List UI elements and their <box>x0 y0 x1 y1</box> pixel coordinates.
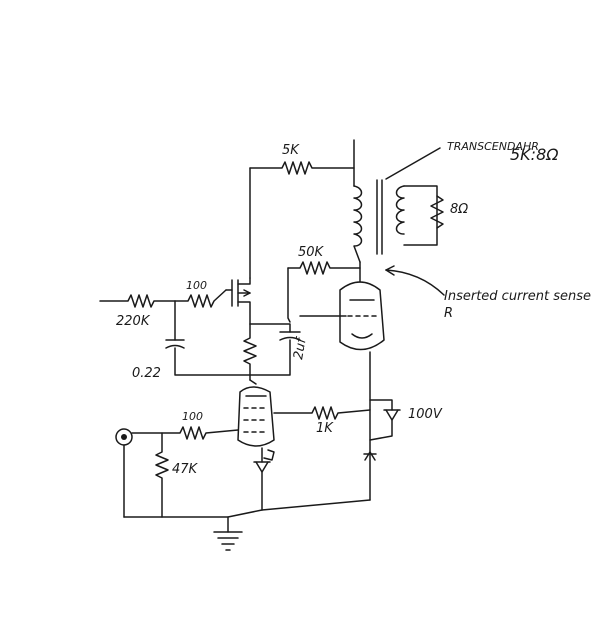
note-arrowhead <box>385 265 395 276</box>
inserted-note: Inserted current sense R <box>444 289 591 321</box>
grid-resistor-100 <box>131 426 239 440</box>
label-transformer-ratio: 5K:8Ω <box>510 145 559 164</box>
label-gate-100: 100 <box>186 279 207 292</box>
label-47k: 47K <box>172 462 199 477</box>
label-0-22: 0.22 <box>132 366 161 381</box>
bypass-capacitor-2uf <box>249 331 301 376</box>
label-220k: 220K <box>116 314 151 329</box>
label-grid-100: 100 <box>182 410 203 423</box>
label-50k: 50K <box>298 245 325 260</box>
input-resistor-220k <box>99 294 176 308</box>
plate-resistor-5k <box>249 161 355 175</box>
protection-zener-100v <box>363 399 401 461</box>
mosfet <box>225 277 251 325</box>
ground-symbol <box>213 516 243 551</box>
grid-leak-resistor-47k <box>155 432 169 518</box>
note-callout-arrow <box>385 269 445 296</box>
label-5k: 5K <box>282 143 300 158</box>
transformer-callout-line <box>385 147 441 180</box>
output-tube <box>299 281 385 351</box>
input-tube <box>237 379 275 447</box>
feedback-resistor-50k <box>287 261 361 323</box>
input-jack[interactable] <box>115 428 133 446</box>
label-transformer: TRANSCENDAHR <box>447 140 539 153</box>
ground-bus <box>123 499 371 518</box>
label-1k: 1K <box>316 421 334 436</box>
label-2uf: 2uf <box>291 335 310 361</box>
label-100v: 100V <box>408 407 443 422</box>
label-speaker: 8Ω <box>450 202 468 217</box>
gate-resistor-100 <box>174 289 227 308</box>
coupling-resistor-1k <box>273 406 371 420</box>
output-transformer <box>353 179 438 263</box>
source-node-wire <box>249 323 291 333</box>
source-resistor <box>243 323 257 381</box>
input-capacitor <box>165 339 251 376</box>
speaker-load <box>430 195 444 229</box>
cathode-zener <box>253 447 275 511</box>
